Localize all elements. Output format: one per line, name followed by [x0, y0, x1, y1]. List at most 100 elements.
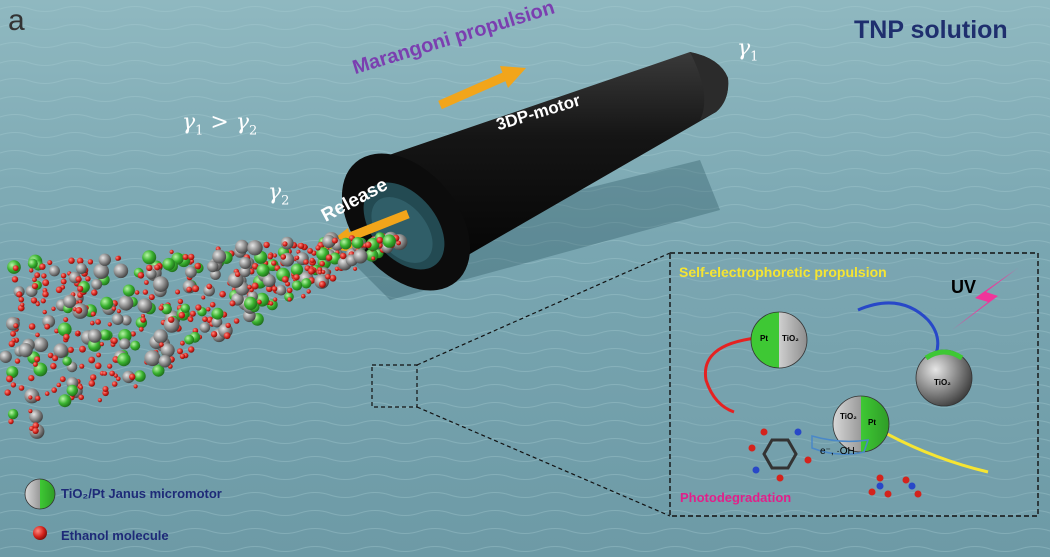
janus-micromotor	[62, 356, 72, 366]
ethanol-molecule	[251, 263, 259, 270]
ethanol-molecule	[68, 257, 75, 264]
janus-micromotor	[142, 250, 157, 265]
ethanol-molecule	[154, 264, 161, 271]
janus-micromotor	[118, 295, 134, 311]
janus-micromotor	[244, 296, 258, 310]
janus-micromotor	[144, 350, 161, 367]
ethanol-molecule	[54, 328, 59, 334]
ethanol-molecule	[182, 254, 189, 260]
ethanol-molecule	[18, 385, 25, 391]
ethanol-molecule	[194, 262, 202, 270]
ethanol-molecule	[371, 256, 376, 261]
inset-panel	[669, 252, 1039, 517]
janus-micromotor	[18, 343, 33, 358]
trajectory-blue	[857, 301, 940, 355]
ethanol-molecule	[47, 352, 54, 359]
janus-micromotor	[117, 352, 131, 367]
particle1-left-label: Pt	[760, 334, 768, 343]
ethanol-molecule	[315, 245, 321, 251]
janus-micromotor	[75, 263, 87, 274]
ethanol-molecule	[28, 409, 33, 414]
ethanol-molecule	[142, 289, 149, 295]
ethanol-molecule	[60, 273, 67, 279]
ethanol-molecule	[334, 266, 340, 271]
gamma1-label: γ1	[737, 36, 759, 65]
janus-micromotor	[87, 329, 102, 343]
ethanol-molecule	[28, 323, 36, 330]
ethanol-molecule	[282, 241, 288, 247]
ethanol-molecule	[206, 307, 211, 312]
janus-micromotor	[212, 249, 227, 264]
legend-janus-icon	[24, 478, 56, 510]
ethanol-molecule	[85, 276, 91, 282]
ethanol-molecule	[272, 253, 277, 258]
ethanol-molecule	[247, 284, 252, 290]
ethanol-molecule	[32, 277, 37, 283]
ethanol-molecule	[192, 285, 200, 293]
ethanol-molecule	[67, 346, 74, 353]
janus-micromotor	[66, 384, 79, 397]
inset-title: Self-electrophoretic propulsion	[679, 264, 887, 280]
janus-micromotor	[153, 329, 168, 344]
janus-micromotor	[6, 366, 19, 379]
ethanol-molecule	[116, 376, 121, 382]
ethanol-molecule	[20, 302, 25, 307]
ethanol-molecule	[251, 282, 259, 290]
ethanol-molecule	[77, 285, 84, 292]
ethanol-molecule	[95, 319, 101, 325]
janus-micromotor	[33, 337, 49, 352]
ethanol-molecule	[140, 317, 147, 323]
ethanol-molecule	[223, 332, 231, 340]
janus-micromotor	[27, 258, 38, 269]
ethanol-molecule	[78, 385, 84, 390]
ethanol-molecule	[44, 391, 50, 396]
gamma2-label: γ2	[268, 180, 290, 209]
ethanol-molecule	[8, 418, 14, 425]
ethanol-molecule	[318, 280, 326, 288]
janus-micromotor	[91, 278, 103, 290]
janus-micromotor	[353, 249, 368, 264]
ethanol-molecule	[115, 256, 121, 261]
ethanol-molecule	[146, 264, 153, 272]
ethanol-molecule	[111, 381, 118, 387]
ethanol-molecule	[271, 286, 278, 292]
janus-micromotor	[158, 354, 172, 368]
ethanol-molecule	[10, 330, 16, 337]
ethanol-molecule	[35, 395, 41, 401]
janus-micromotor	[262, 274, 276, 288]
ethanol-molecule	[4, 389, 11, 396]
trajectory-red	[703, 336, 757, 414]
ethanol-molecule	[190, 259, 195, 264]
ethanol-molecule	[35, 302, 40, 307]
tnp-molecule	[748, 428, 812, 482]
janus-particle-1	[750, 311, 808, 369]
janus-micromotor	[53, 343, 69, 359]
ethanol-molecule	[298, 242, 305, 249]
ethanol-molecule	[329, 274, 337, 282]
panel-letter: a	[8, 4, 25, 37]
janus-micromotor	[239, 266, 251, 278]
janus-micromotor	[322, 234, 336, 249]
ethanol-molecule	[144, 280, 149, 285]
ethanol-molecule	[18, 296, 25, 303]
ethanol-molecule	[263, 241, 270, 249]
janus-micromotor	[152, 364, 165, 377]
ethanol-molecule	[219, 290, 226, 298]
ethanol-molecule	[91, 289, 98, 296]
trajectory-yellow	[879, 428, 989, 474]
janus-micromotor	[122, 284, 135, 297]
ethanol-molecule	[267, 254, 273, 260]
uv-label: UV	[951, 277, 977, 297]
janus-micromotor	[185, 266, 197, 278]
legend-janus-label: TiO₂/Pt Janus micromotor	[61, 486, 222, 501]
ethanol-molecule	[273, 297, 278, 302]
ethanol-molecule	[195, 304, 202, 311]
ethanol-molecule	[14, 358, 21, 364]
ethanol-molecule	[209, 301, 216, 308]
janus-micromotor	[328, 252, 341, 265]
ethanol-molecule	[55, 286, 63, 294]
ethanol-molecule	[306, 289, 311, 294]
ethanol-molecule	[301, 293, 306, 299]
ethanol-molecule	[286, 287, 293, 294]
ethanol-molecule	[325, 273, 331, 280]
